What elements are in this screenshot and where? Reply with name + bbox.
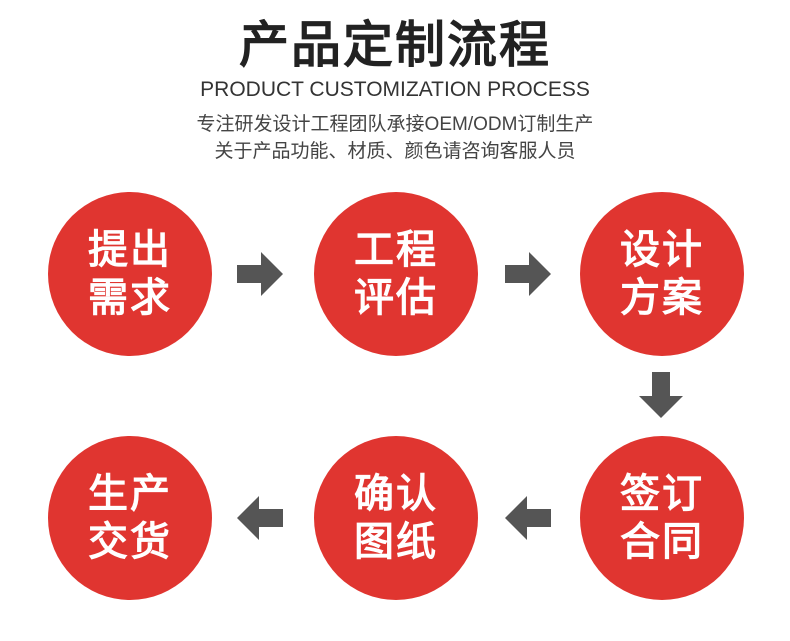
step-5-circle: 确认 图纸 — [314, 436, 478, 600]
step-label: 提出 — [88, 228, 172, 272]
step-label: 图纸 — [354, 520, 438, 564]
step-label: 设计 — [620, 228, 704, 272]
arrow-left-icon — [505, 496, 551, 540]
step-1-circle: 提出 需求 — [48, 192, 212, 356]
step-label: 工程 — [354, 228, 438, 272]
step-label: 方案 — [620, 276, 704, 320]
page-subtitle: PRODUCT CUSTOMIZATION PROCESS — [200, 78, 590, 101]
arrow-down-icon — [639, 372, 683, 418]
step-label: 需求 — [88, 276, 172, 320]
step-label: 评估 — [354, 276, 438, 320]
description-line-1: 专注研发设计工程团队承接OEM/ODM订制生产 — [196, 114, 594, 135]
step-label: 确认 — [354, 472, 438, 516]
step-label: 交货 — [88, 520, 172, 564]
step-6-circle: 生产 交货 — [48, 436, 212, 600]
step-4-circle: 签订 合同 — [580, 436, 744, 600]
arrow-right-icon — [505, 252, 551, 296]
step-label: 生产 — [88, 472, 172, 516]
description-line-2: 关于产品功能、材质、颜色请咨询客服人员 — [214, 141, 576, 162]
step-3-circle: 设计 方案 — [580, 192, 744, 356]
arrow-left-icon — [237, 496, 283, 540]
step-label: 签订 — [620, 472, 704, 516]
step-label: 合同 — [620, 520, 704, 564]
step-2-circle: 工程 评估 — [314, 192, 478, 356]
page-title: 产品定制流程 — [239, 17, 551, 73]
arrow-right-icon — [237, 252, 283, 296]
